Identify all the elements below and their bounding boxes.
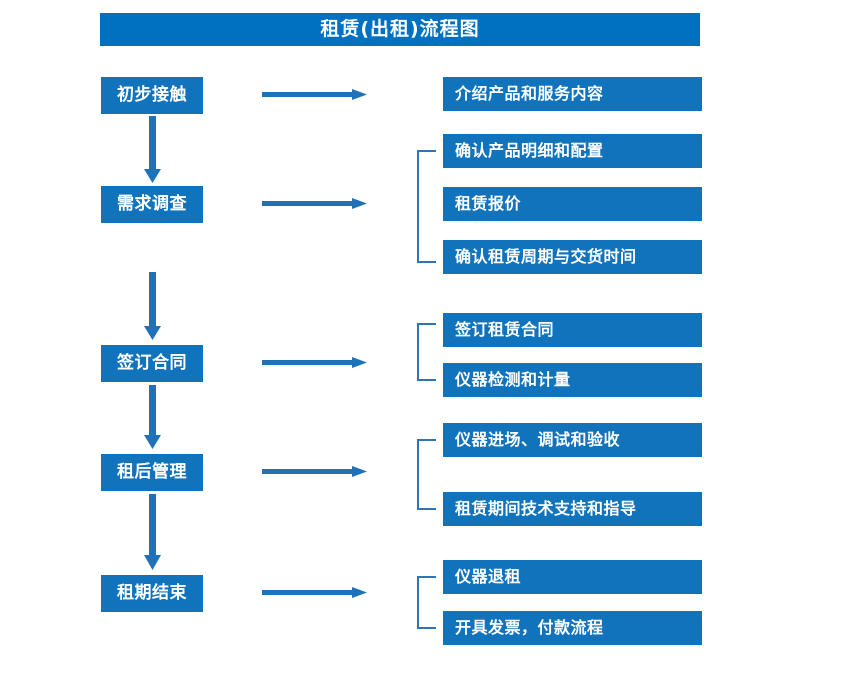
stage-node-end-of-lease[interactable]: 租期结束	[101, 575, 203, 612]
detail-node-confirm-product-spec[interactable]: 确认产品明细和配置	[443, 134, 702, 168]
horizontal-arrow-stage4	[262, 466, 367, 477]
detail-node-label: 仪器检测和计量	[455, 370, 571, 389]
detail-node-label: 租赁期间技术支持和指导	[455, 499, 637, 518]
group-bracket-requirements	[417, 150, 436, 263]
chart-title-bar: 租赁(出租)流程图	[100, 13, 700, 46]
detail-node-instrument-inspection[interactable]: 仪器检测和计量	[443, 363, 702, 397]
horizontal-arrow-stage3	[262, 357, 367, 368]
page-title: 租赁(出租)流程图	[320, 18, 480, 40]
group-bracket-end-of-term	[417, 576, 436, 629]
detail-node-label: 租赁报价	[455, 194, 522, 213]
detail-node-label: 确认产品明细和配置	[455, 141, 604, 160]
stage-node-label: 租后管理	[117, 462, 187, 482]
stage-node-post-rental-management[interactable]: 租后管理	[101, 454, 203, 491]
detail-node-label: 签订租赁合同	[455, 320, 555, 339]
stage-node-label: 签订合同	[117, 353, 187, 373]
vertical-arrow-stage2-stage3	[144, 272, 161, 340]
group-bracket-contract	[417, 323, 436, 381]
detail-node-sign-rental-contract[interactable]: 签订租赁合同	[443, 313, 702, 347]
vertical-arrow-stage4-stage5	[144, 494, 161, 570]
group-bracket-post-rental	[417, 439, 436, 510]
vertical-arrow-stage3-stage4	[144, 385, 161, 449]
detail-node-label: 确认租赁周期与交货时间	[455, 247, 637, 266]
detail-node-label: 介绍产品和服务内容	[455, 84, 604, 103]
stage-node-label: 租期结束	[117, 583, 187, 603]
detail-node-technical-support[interactable]: 租赁期间技术支持和指导	[443, 492, 702, 526]
horizontal-arrow-stage1	[262, 89, 367, 100]
vertical-arrow-stage1-stage2	[144, 116, 161, 183]
stage-node-needs-survey[interactable]: 需求调查	[101, 186, 203, 223]
stage-node-initial-contact[interactable]: 初步接触	[101, 77, 203, 114]
stage-node-label: 需求调查	[117, 194, 187, 214]
detail-node-invoice-payment[interactable]: 开具发票，付款流程	[443, 611, 702, 645]
horizontal-arrow-stage5	[262, 587, 367, 598]
detail-node-rental-quotation[interactable]: 租赁报价	[443, 187, 702, 221]
stage-node-sign-contract[interactable]: 签订合同	[101, 345, 203, 382]
detail-node-label: 开具发票，付款流程	[455, 618, 604, 637]
stage-node-label: 初步接触	[117, 85, 187, 105]
horizontal-arrow-stage2	[262, 198, 367, 209]
detail-node-instrument-entry-commission[interactable]: 仪器进场、调试和验收	[443, 423, 702, 457]
detail-node-confirm-period-delivery[interactable]: 确认租赁周期与交货时间	[443, 240, 702, 274]
detail-node-introduce-products[interactable]: 介绍产品和服务内容	[443, 77, 702, 111]
detail-node-label: 仪器退租	[455, 567, 522, 586]
detail-node-instrument-return[interactable]: 仪器退租	[443, 560, 702, 594]
detail-node-label: 仪器进场、调试和验收	[455, 430, 621, 449]
